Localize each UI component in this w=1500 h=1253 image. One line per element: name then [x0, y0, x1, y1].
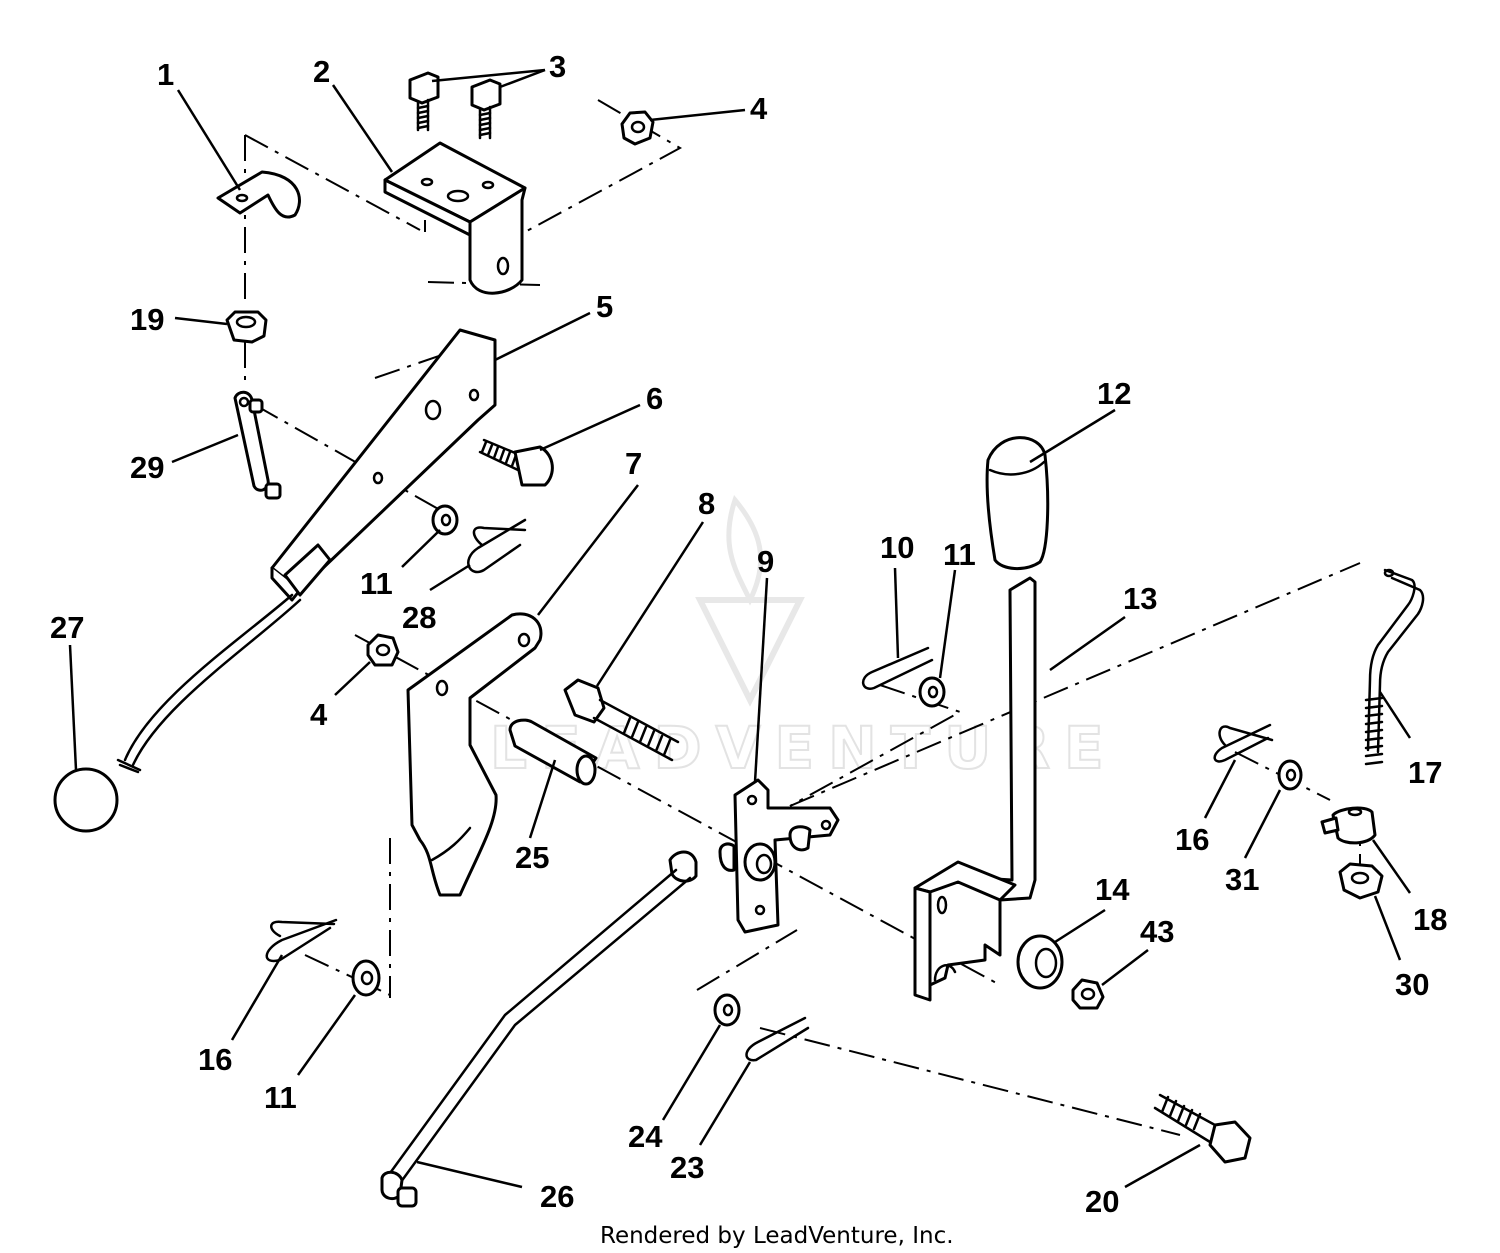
callout-1: 1: [157, 57, 174, 92]
pin-part-23: [745, 1016, 810, 1062]
callout-17: 17: [1408, 755, 1442, 790]
grip-part-12: [985, 436, 1050, 570]
callout-5: 5: [596, 289, 613, 324]
callout-12: 12: [1097, 376, 1131, 411]
footer-credit: Rendered by LeadVenture, Inc.: [600, 1223, 954, 1249]
callout-30: 30: [1395, 967, 1429, 1002]
callout-18: 18: [1413, 902, 1447, 937]
callout-16-right: 16: [1175, 822, 1209, 857]
washer-part-11-lower: [351, 959, 381, 997]
ferrule-part-18: [1320, 806, 1377, 845]
callout-11-right: 11: [943, 537, 976, 572]
callout-4-lower: 4: [310, 697, 328, 732]
bolt-part-3a: [408, 71, 440, 132]
pin-part-16-right: [1213, 723, 1274, 763]
washer-part-11-right: [918, 676, 946, 708]
callout-9: 9: [757, 544, 774, 579]
callout-26: 26: [540, 1179, 574, 1214]
lever-part-5: [270, 328, 497, 602]
callout-10: 10: [880, 530, 914, 565]
callout-11-lower: 11: [264, 1080, 297, 1115]
callout-28: 28: [402, 600, 436, 635]
cable-part-27: [53, 593, 302, 833]
callout-29: 29: [130, 450, 164, 485]
callout-16-lower: 16: [198, 1042, 232, 1077]
callout-labels: 1 2 3 4 19 5 6 29 7 12 8 9 10 11 11 28 1…: [50, 49, 1447, 1219]
nut-part-43: [1071, 978, 1105, 1010]
callout-8: 8: [698, 486, 715, 521]
callout-25: 25: [515, 840, 549, 875]
nut-part-30: [1338, 862, 1384, 900]
link-part-29: [233, 390, 282, 500]
pin-part-16-lower: [265, 918, 338, 963]
bolt-part-6: [478, 438, 554, 487]
callout-43: 43: [1140, 914, 1174, 949]
callout-20: 20: [1085, 1184, 1119, 1219]
bolt-part-20: [1153, 1093, 1252, 1164]
plate-part-7: [406, 612, 543, 897]
lever-part-13: [913, 576, 1037, 1002]
callout-31: 31: [1225, 862, 1259, 897]
bushing-part-14: [1016, 934, 1064, 990]
spacer-part-25: [508, 718, 598, 786]
callout-11-mid: 11: [360, 566, 393, 601]
pin-part-28: [467, 518, 527, 574]
nut-part-19: [225, 310, 268, 344]
callout-2: 2: [313, 54, 330, 89]
washer-part-11-mid: [431, 504, 459, 536]
bracket-part-9: [718, 778, 840, 934]
callout-6: 6: [646, 381, 663, 416]
nut-part-4-lower: [366, 633, 400, 667]
bolt-part-8: [563, 678, 680, 762]
callout-27: 27: [50, 610, 84, 645]
nut-part-4-top: [620, 110, 655, 146]
washer-part-24: [713, 993, 741, 1027]
callout-4-top: 4: [750, 91, 768, 126]
rod-part-17: [1364, 568, 1425, 766]
callout-14: 14: [1095, 872, 1130, 907]
callout-13: 13: [1123, 581, 1157, 616]
callout-23: 23: [670, 1150, 704, 1185]
rod-part-26: [380, 850, 698, 1208]
callout-7: 7: [625, 446, 642, 481]
pin-part-10: [862, 646, 934, 690]
callout-19: 19: [130, 302, 164, 337]
bracket-part-2: [383, 141, 527, 295]
bolt-part-3b: [470, 78, 502, 140]
washer-part-31: [1277, 759, 1303, 791]
clip-part-1: [216, 170, 301, 219]
leader-lines: [68, 68, 1412, 1189]
callout-3: 3: [549, 49, 566, 84]
callout-24: 24: [628, 1119, 663, 1154]
